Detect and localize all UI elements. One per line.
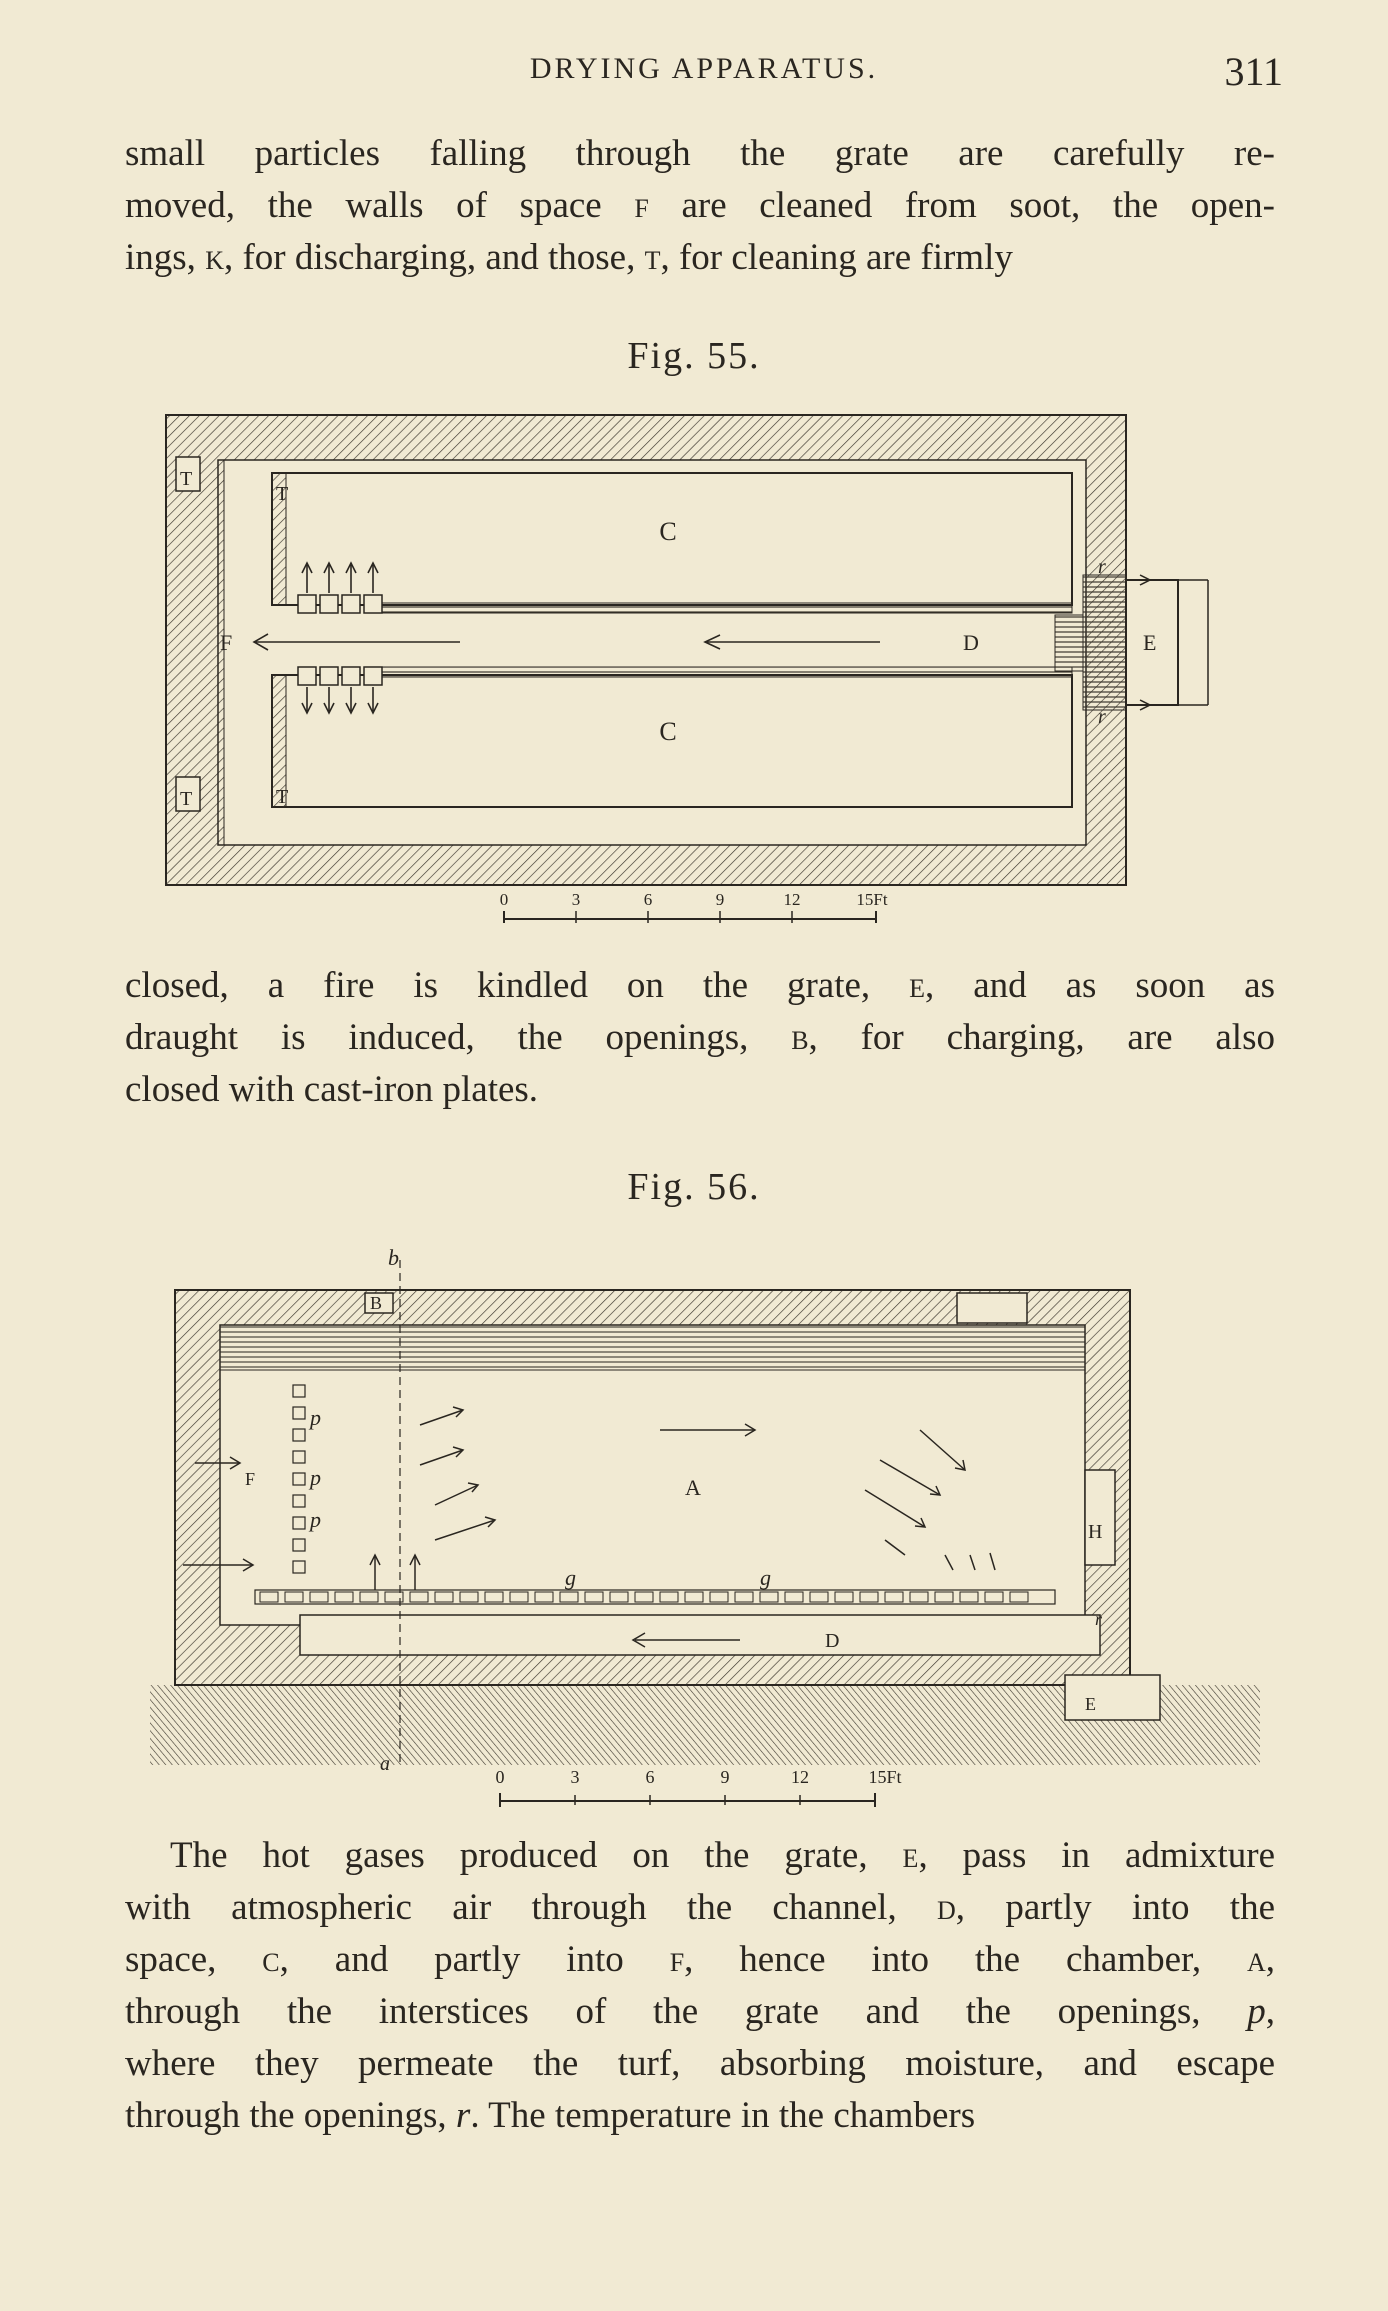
scale-bar: 0 3 6 9 12 15Ft: [496, 1767, 902, 1807]
svg-text:6: 6: [646, 1767, 655, 1787]
svg-text:9: 9: [721, 1767, 730, 1787]
label-F: F: [245, 1469, 255, 1489]
text-line: small particles falling through the grat…: [125, 133, 1275, 174]
svg-text:3: 3: [571, 1767, 580, 1787]
label-H: H: [1088, 1521, 1102, 1543]
label-p: p: [308, 1405, 321, 1430]
label-g: g: [565, 1565, 576, 1590]
label-b: b: [388, 1245, 399, 1270]
label-T: T: [180, 468, 192, 490]
text-line: ings, K, for discharging, and those, T, …: [125, 237, 1013, 278]
figure-55-caption: Fig. 55.: [627, 335, 761, 377]
svg-text:3: 3: [572, 890, 581, 909]
text-line: moved, the walls of space F are cleaned …: [125, 185, 1275, 226]
svg-text:9: 9: [716, 890, 725, 909]
label-E: E: [1143, 630, 1156, 655]
text-line: where they permeate the turf, absorbing …: [125, 2043, 1275, 2084]
svg-text:15Ft: 15Ft: [856, 890, 887, 909]
text-line: closed, a fire is kindled on the grate, …: [125, 965, 1275, 1006]
svg-text:12: 12: [791, 1767, 809, 1787]
label-r: r: [1098, 556, 1106, 578]
text-line: draught is induced, the openings, B, for…: [125, 1017, 1275, 1058]
label-r: r: [1098, 706, 1106, 728]
page-header: DRYING APPARATUS. 311: [125, 48, 1283, 108]
label-g: g: [760, 1565, 771, 1590]
label-A: A: [685, 1475, 701, 1500]
label-a: a: [380, 1753, 390, 1775]
label-F: F: [220, 630, 232, 655]
paragraph-3: The hot gases produced on the grate, E, …: [125, 1830, 1275, 2142]
label-E: E: [1085, 1694, 1096, 1714]
label-B: B: [370, 1293, 382, 1313]
paragraph-1: small particles falling through the grat…: [125, 128, 1275, 284]
svg-text:0: 0: [496, 1767, 505, 1787]
label-D: D: [825, 1630, 839, 1652]
label-D: D: [963, 630, 979, 655]
svg-text:6: 6: [644, 890, 653, 909]
page-number: 311: [1224, 49, 1283, 94]
text-line: with atmospheric air through the channel…: [125, 1887, 1275, 1928]
label-T: T: [276, 483, 288, 505]
text-line: closed with cast-iron plates.: [125, 1069, 539, 1110]
label-T: T: [276, 786, 288, 808]
figure-55-diagram: C C T T T T F D E r r 0 3 6 9 12 15Ft: [165, 414, 1209, 923]
label-r: r: [1095, 1609, 1103, 1629]
running-title: DRYING APPARATUS.: [529, 52, 879, 85]
paragraph-2: closed, a fire is kindled on the grate, …: [125, 960, 1275, 1116]
label-p: p: [308, 1507, 321, 1532]
label-p: p: [308, 1465, 321, 1490]
figure-56-diagram: b B p p p F A g g H D E a r 0 3 6 9 12 1…: [150, 1245, 1260, 1807]
label-C-upper: C: [659, 517, 676, 546]
svg-text:0: 0: [500, 890, 509, 909]
label-C-lower: C: [659, 717, 676, 746]
label-T: T: [180, 788, 192, 810]
text-line: space, C, and partly into F, hence into …: [125, 1939, 1275, 1980]
svg-text:12: 12: [784, 890, 801, 909]
svg-text:15Ft: 15Ft: [868, 1767, 901, 1787]
scale-bar: 0 3 6 9 12 15Ft: [500, 890, 888, 923]
text-line: through the interstices of the grate and…: [125, 1991, 1275, 2032]
text-line: The hot gases produced on the grate, E, …: [170, 1835, 1275, 1876]
text-line: through the openings, r. The temperature…: [125, 2095, 976, 2136]
figure-56-caption: Fig. 56.: [627, 1166, 761, 1208]
